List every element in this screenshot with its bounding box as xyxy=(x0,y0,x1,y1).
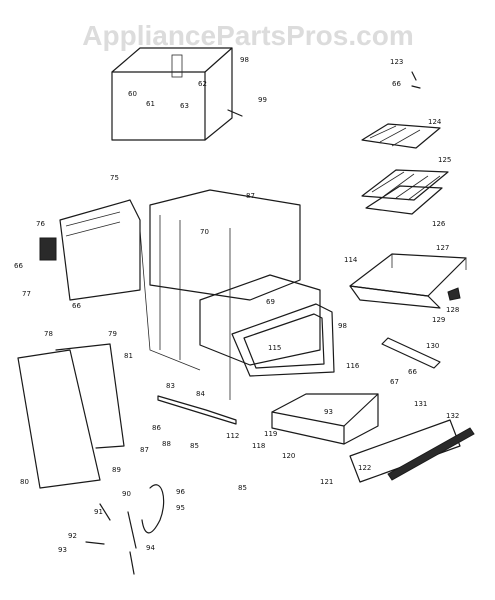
callout-83: 83 xyxy=(166,382,175,390)
rail-part xyxy=(381,337,441,369)
callout-123: 123 xyxy=(390,58,403,66)
callout-128: 128 xyxy=(446,306,459,314)
oven-rack-tray-part xyxy=(349,253,467,309)
callout-85: 85 xyxy=(190,442,199,450)
callout-116: 116 xyxy=(346,362,360,370)
callout-112: 112 xyxy=(226,432,239,440)
broiler-pan-part xyxy=(361,169,449,215)
lower-bracket-part xyxy=(157,395,237,425)
callout-92: 92 xyxy=(68,532,77,540)
callout-114: 114 xyxy=(344,256,358,264)
callout-89: 89 xyxy=(112,466,121,474)
callout-77: 77 xyxy=(22,290,31,298)
hardware-screws-part xyxy=(85,503,135,575)
kick-panel-part xyxy=(349,419,475,483)
callout-66: 66 xyxy=(392,80,401,88)
callout-94: 94 xyxy=(146,544,155,552)
callout-63: 63 xyxy=(180,102,189,110)
storage-drawer-part xyxy=(271,393,379,445)
watermark-text: AppliancePartsPros.com xyxy=(82,20,413,51)
callout-119: 119 xyxy=(264,430,277,438)
callout-120: 120 xyxy=(282,452,295,460)
callout-93: 93 xyxy=(324,408,333,416)
callout-125: 125 xyxy=(438,156,451,164)
callout-69: 69 xyxy=(266,298,275,306)
callout-81: 81 xyxy=(124,352,133,360)
door-handle-part xyxy=(127,484,165,549)
left-side-panel-part xyxy=(39,199,141,301)
callout-127: 127 xyxy=(436,244,449,252)
callout-118: 118 xyxy=(252,442,265,450)
callout-91: 91 xyxy=(94,508,103,516)
oven-liner-part xyxy=(199,274,321,366)
callout-66-mid: 66 xyxy=(72,302,81,310)
small-bracket-part xyxy=(411,71,421,89)
callout-126: 126 xyxy=(432,220,446,228)
callout-78: 78 xyxy=(44,330,53,338)
callout-86: 86 xyxy=(152,424,161,432)
callout-99: 99 xyxy=(258,96,267,104)
callout-98-mid: 98 xyxy=(338,322,347,330)
callout-87: 87 xyxy=(246,192,255,200)
callout-67: 67 xyxy=(390,378,399,386)
callout-131: 131 xyxy=(414,400,427,408)
callout-85-lower: 85 xyxy=(238,484,247,492)
top-rear-panel-part xyxy=(111,47,243,141)
callout-121: 121 xyxy=(320,478,333,486)
callout-96: 96 xyxy=(176,488,185,496)
callout-93-lower: 93 xyxy=(58,546,67,554)
range-cabinet-body-part xyxy=(139,189,301,400)
callout-124: 124 xyxy=(428,118,442,126)
oven-door-part xyxy=(231,303,335,377)
callout-88: 88 xyxy=(162,440,171,448)
rear-panel-part xyxy=(17,343,125,489)
callout-61: 61 xyxy=(146,100,155,108)
callout-84: 84 xyxy=(196,390,205,398)
callout-75: 75 xyxy=(110,174,119,182)
callout-132: 132 xyxy=(446,412,459,420)
callout-115: 115 xyxy=(268,344,281,352)
callout-80: 80 xyxy=(20,478,29,486)
callout-62: 62 xyxy=(198,80,207,88)
callout-66-right: 66 xyxy=(408,368,417,376)
callout-76: 76 xyxy=(36,220,45,228)
callout-130: 130 xyxy=(426,342,439,350)
callout-122: 122 xyxy=(358,464,371,472)
callout-70: 70 xyxy=(200,228,209,236)
callout-66-left: 66 xyxy=(14,262,23,270)
callout-87-lower: 87 xyxy=(140,446,149,454)
callout-90: 90 xyxy=(122,490,131,498)
callout-98: 98 xyxy=(240,56,249,64)
callout-129: 129 xyxy=(432,316,445,324)
callout-79: 79 xyxy=(108,330,117,338)
callout-labels: 98 123 66 60 62 61 63 99 124 125 126 75 … xyxy=(14,56,459,554)
callout-60: 60 xyxy=(128,90,137,98)
broil-rack-part xyxy=(361,123,441,149)
callout-95: 95 xyxy=(176,504,185,512)
